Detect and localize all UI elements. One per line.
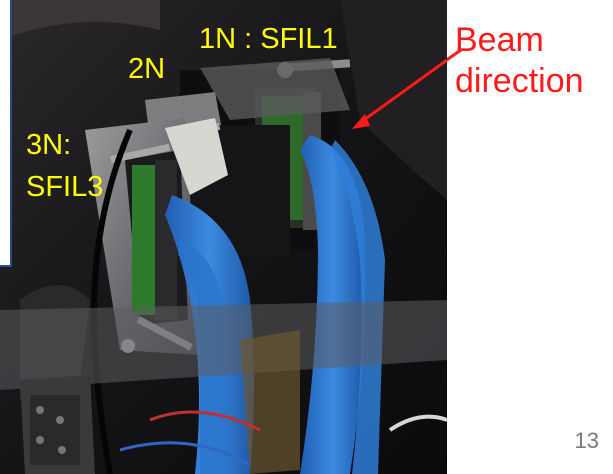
detector-photo: 1N : SFIL1 2N 3N: SFIL3 <box>0 0 447 474</box>
beam-arrow <box>352 58 447 129</box>
page-number: 13 <box>574 428 599 453</box>
label-3n: 3N: <box>26 129 72 161</box>
slide-box-edge <box>0 0 12 267</box>
photo-illustration <box>0 0 447 474</box>
beam-arrow-tail <box>447 48 462 62</box>
beam-direction-label: Beam direction <box>455 20 584 103</box>
beam-label-line1: Beam <box>455 21 544 59</box>
label-2n: 2N <box>128 53 166 85</box>
label-1n-sfil1: 1N : SFIL1 <box>199 23 338 55</box>
top-strip <box>447 0 613 4</box>
beam-label-line2: direction <box>455 62 584 101</box>
label-sfil3: SFIL3 <box>26 171 104 203</box>
